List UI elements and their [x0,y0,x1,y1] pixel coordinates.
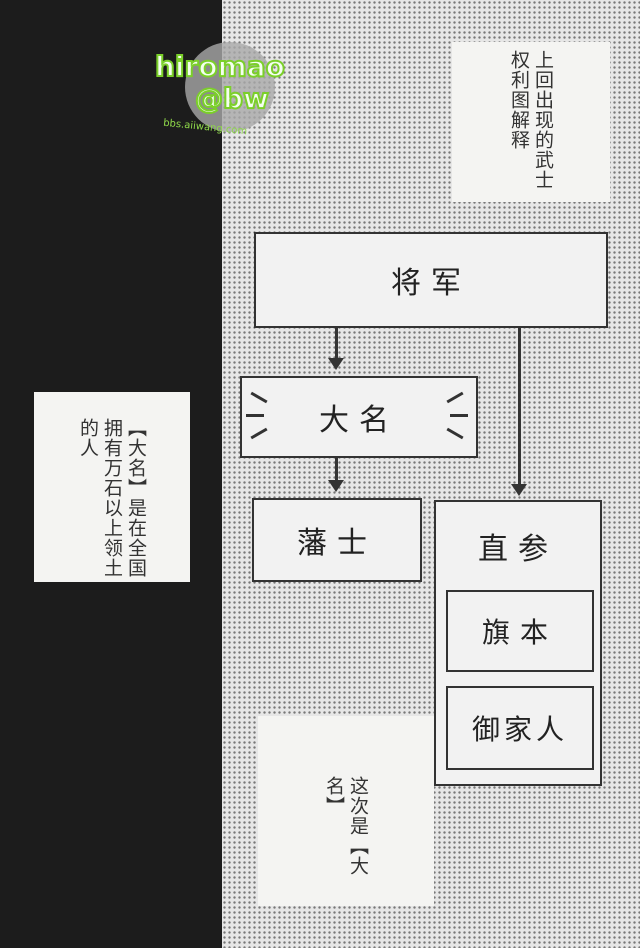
connector-line [518,326,521,484]
bottom-note: 这次是【大名】 [258,716,434,906]
left-note: 【大名】是在全国拥有万石以上领土的人 [34,392,190,582]
arrow-icon [511,484,527,496]
connector-line [335,326,338,360]
node-hatamoto: 旗本 [446,590,594,672]
left-note-text: 【大名】是在全国拥有万石以上领土的人 [77,418,147,578]
bottom-note-text: 这次是【大名】 [323,776,369,876]
top-note: 上回出现的武士权利图解释 [452,42,610,202]
watermark-text: hiromao [154,49,286,84]
node-shogun: 将军 [254,232,608,328]
node-gokenin: 御家人 [446,686,594,770]
watermark-logo: hiromao @bw bbs.aiiwang.com [154,42,295,137]
node-hanshi: 藩士 [252,498,422,582]
node-label: 大名 [319,403,399,438]
arrow-icon [328,358,344,370]
node-label: 藩士 [297,526,377,561]
arrow-icon [328,480,344,492]
node-label: 御家人 [471,713,568,746]
node-label: 将军 [391,266,471,301]
node-daimyo: 大名 [240,376,478,458]
top-note-text: 上回出现的武士权利图解释 [508,50,554,190]
emphasis-line [450,414,468,417]
node-label: 旗本 [481,616,558,649]
connector-line [335,456,338,482]
watermark-text-2: @bw [194,81,270,116]
node-label: 直参 [478,532,558,567]
emphasis-line [246,414,264,417]
